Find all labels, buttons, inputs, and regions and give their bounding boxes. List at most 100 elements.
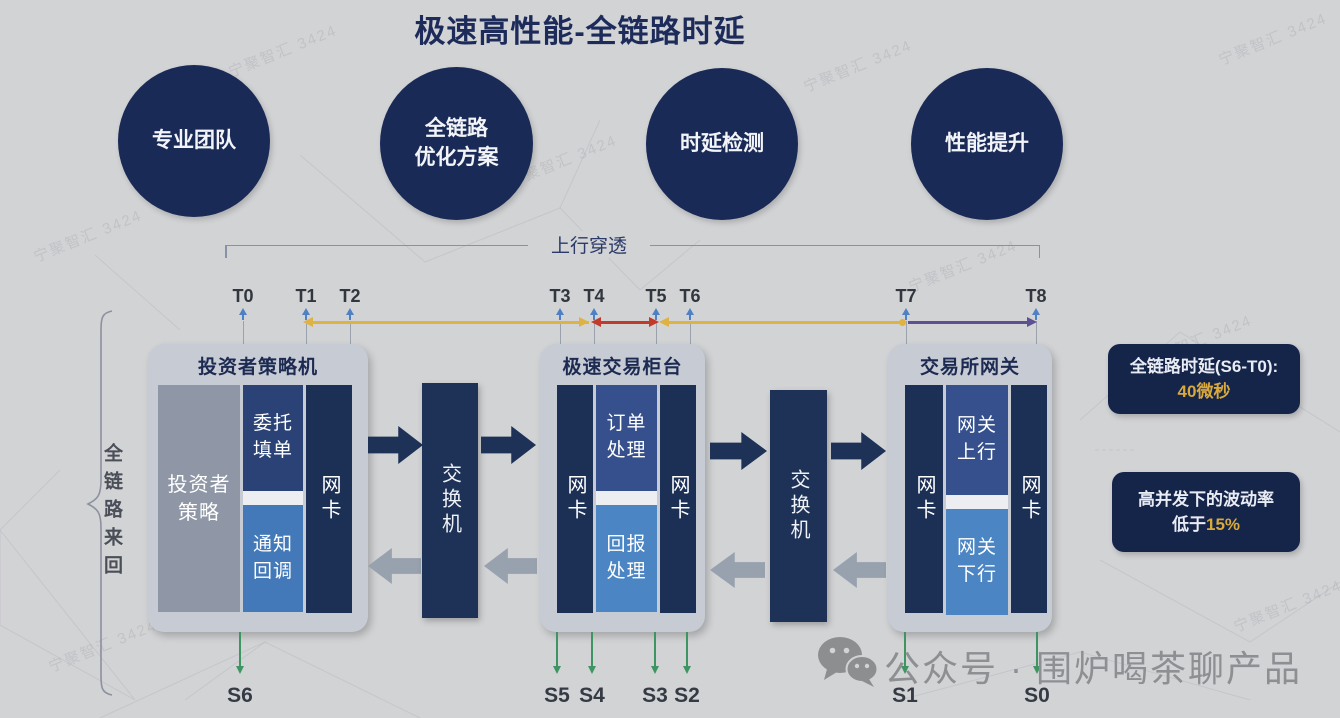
timeline-segment-yellow-2 — [668, 321, 901, 324]
s-down-arrow-icon — [900, 666, 909, 674]
yellow-end-dot-icon — [899, 319, 906, 326]
t-marker-label-t1: T1 — [295, 286, 317, 306]
block-gap-strip — [596, 491, 657, 505]
forward-arrow-icon — [368, 426, 423, 464]
switch-1: 交换机 — [422, 383, 478, 618]
t-up-arrow-icon — [302, 308, 310, 315]
s-marker-label-s3: S3 — [642, 684, 668, 707]
t-marker-label-t4: T4 — [583, 286, 605, 306]
forward-arrow-icon — [710, 432, 767, 470]
t-up-arrow-stem — [242, 315, 244, 320]
order-processing-block: 订单 处理 — [596, 385, 657, 491]
t-up-arrow-icon — [590, 308, 598, 315]
s-down-arrow-icon — [650, 666, 659, 674]
page-title: 极速高性能-全链路时延 — [414, 14, 746, 49]
bg-watermark-text: 宁聚智汇 3424 — [801, 36, 915, 96]
feature-circle-fulllink-plan: 全链路 优化方案 — [380, 67, 533, 220]
t-marker-label-t7: T7 — [895, 286, 917, 306]
fullpath-roundtrip-label: 全链路来回 — [101, 443, 122, 583]
notify-callback-block: 通知 回调 — [243, 505, 303, 612]
t-up-arrow-icon — [556, 308, 564, 315]
callout-latency-line: 全链路时延(S6-T0): — [1129, 356, 1279, 376]
s-down-arrow-icon — [587, 666, 596, 674]
callout-volatility-line: 高并发下的波动率 — [1138, 489, 1274, 509]
return-arrow-icon — [710, 552, 765, 588]
red-right-arrowhead-icon — [649, 316, 659, 327]
s-marker-label-s2: S2 — [674, 684, 700, 707]
callout-fulllink-latency: 全链路时延(S6-T0): 40微秒 — [1108, 344, 1300, 414]
s-marker-label-s0: S0 — [1024, 684, 1050, 707]
t-up-arrow-stem — [559, 315, 561, 320]
nic-column: 网卡 — [1011, 385, 1047, 613]
return-arrow-icon — [368, 548, 421, 584]
s-drop-line — [591, 632, 593, 666]
t-marker-label-t6: T6 — [679, 286, 701, 306]
t-up-arrow-icon — [652, 308, 660, 315]
machine-title: 极速交易柜台 — [562, 357, 683, 378]
t-marker-label-t2: T2 — [339, 286, 361, 306]
machine-exchange-gateway: 交易所网关 网卡 网关 上行 网关 下行 网卡 — [888, 344, 1052, 632]
red-left-arrowhead-icon — [591, 316, 601, 327]
uplink-bracket-tick-left — [225, 245, 227, 258]
s-drop-line — [686, 632, 688, 666]
t-up-arrow-icon — [346, 308, 354, 315]
t-drop-line — [1035, 321, 1037, 345]
t-drop-line — [655, 321, 657, 345]
s-marker-label-s1: S1 — [892, 684, 918, 707]
feature-circle-performance: 性能提升 — [911, 68, 1063, 220]
machine-trading-counter: 极速交易柜台 网卡 订单 处理 回报 处理 网卡 — [540, 344, 705, 632]
gateway-downlink-block: 网关 下行 — [946, 509, 1008, 615]
t-drop-line — [593, 321, 595, 345]
t-drop-line — [242, 321, 244, 345]
forward-arrow-icon — [481, 426, 536, 464]
t-up-arrow-icon — [239, 308, 247, 315]
t-up-arrow-stem — [349, 315, 351, 320]
yellow-left-arrowhead-icon — [303, 316, 313, 327]
timeline-segment-purple — [908, 321, 1028, 324]
return-arrow-icon — [833, 552, 886, 588]
bg-watermark-text: 宁聚智汇 3424 — [1231, 576, 1340, 636]
s-marker-label-s5: S5 — [544, 684, 570, 707]
s-drop-line — [654, 632, 656, 666]
report-processing-block: 回报 处理 — [596, 505, 657, 612]
callout-latency-value: 40微秒 — [1177, 382, 1231, 401]
t-drop-line — [559, 321, 561, 345]
s-down-arrow-icon — [682, 666, 691, 674]
account-watermark: 公众号 · 围炉喝茶聊产品 — [884, 648, 1302, 689]
order-fill-block: 委托 填单 — [243, 385, 303, 491]
wechat-icon — [818, 637, 879, 687]
s-down-arrow-icon — [1032, 666, 1041, 674]
t-marker-label-t5: T5 — [645, 286, 667, 306]
t-up-arrow-stem — [689, 315, 691, 320]
s-down-arrow-icon — [235, 666, 244, 674]
nic-column: 网卡 — [660, 385, 696, 613]
machine-title: 投资者策略机 — [197, 357, 318, 378]
s-marker-label-s4: S4 — [579, 684, 605, 707]
t-drop-line — [349, 321, 351, 345]
callout-volatility-line2: 低于15% — [1172, 512, 1240, 538]
t-marker-label-t0: T0 — [232, 286, 254, 306]
t-up-arrow-stem — [905, 315, 907, 320]
yellow-left-arrowhead-icon — [659, 316, 669, 327]
t-up-arrow-icon — [686, 308, 694, 315]
s-drop-line — [904, 632, 906, 666]
s-drop-line — [1036, 632, 1038, 666]
callout-volatility-value: 15% — [1205, 515, 1241, 534]
s-marker-label-s6: S6 — [227, 684, 253, 707]
bg-watermark-text: 宁聚智汇 3424 — [226, 21, 340, 81]
block-gap-strip — [946, 495, 1008, 509]
bg-watermark-text: 宁聚智汇 3424 — [1216, 9, 1330, 69]
bg-watermark-text: 宁聚智汇 3424 — [31, 206, 145, 266]
switch-2: 交换机 — [770, 390, 827, 622]
t-up-arrow-icon — [1032, 308, 1040, 315]
nic-column: 网卡 — [905, 385, 943, 613]
nic-column: 网卡 — [306, 385, 352, 613]
callout-volatility-prefix: 低于 — [1171, 515, 1206, 534]
t-marker-label-t8: T8 — [1025, 286, 1047, 306]
feature-circle-team: 专业团队 — [118, 65, 270, 217]
t-up-arrow-icon — [902, 308, 910, 315]
callout-volatility: 高并发下的波动率 低于15% — [1112, 472, 1300, 552]
block-gap-strip — [243, 491, 303, 505]
t-drop-line — [905, 321, 907, 345]
